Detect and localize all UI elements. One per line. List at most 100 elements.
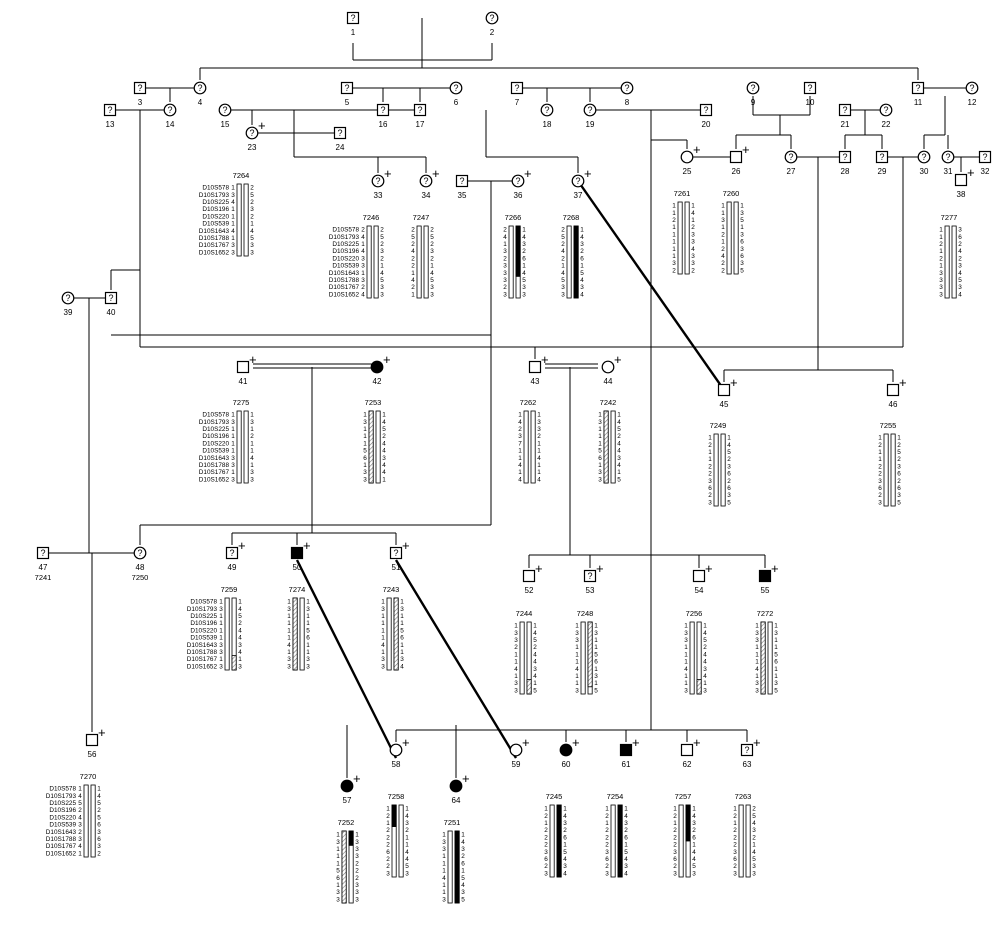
individual: ?18 bbox=[540, 103, 554, 129]
individual-id: 20 bbox=[702, 120, 711, 129]
allele-right: 3 bbox=[380, 284, 384, 291]
allele-left: 2 bbox=[386, 834, 390, 841]
allele-right: 2 bbox=[752, 806, 756, 813]
individual-id: 50 bbox=[293, 563, 302, 572]
individual-id: 48 bbox=[136, 563, 145, 572]
allele-left: 3 bbox=[514, 630, 518, 637]
allele-right: 4 bbox=[727, 442, 731, 449]
haplotype-bar-left bbox=[386, 597, 392, 671]
allele-left: 3 bbox=[939, 277, 943, 284]
allele-right: 2 bbox=[624, 827, 628, 834]
male-square bbox=[85, 733, 99, 747]
allele-left: 3 bbox=[442, 839, 446, 846]
allele-left: 3 bbox=[386, 870, 390, 877]
female-circle bbox=[571, 174, 585, 188]
allele-left: 1 bbox=[755, 659, 759, 666]
allele-right: 4 bbox=[617, 448, 621, 455]
male-square bbox=[886, 383, 900, 397]
allele-right: 4 bbox=[533, 659, 537, 666]
allele-left: 4 bbox=[442, 875, 446, 882]
male-square bbox=[103, 103, 117, 117]
haplotype-segment-hatched bbox=[368, 410, 374, 484]
allele-right: 6 bbox=[740, 239, 744, 246]
haplotype-bar-right bbox=[243, 183, 249, 257]
allele-right: 1 bbox=[537, 448, 541, 455]
unknown-status-mark: ? bbox=[915, 83, 920, 93]
individual: +41 bbox=[236, 352, 257, 386]
unknown-status-mark: ? bbox=[807, 83, 812, 93]
allele-right: 4 bbox=[382, 462, 386, 469]
sampled-plus-mark: + bbox=[771, 561, 779, 576]
unknown-status-mark: ? bbox=[380, 105, 385, 115]
marker-label: D10S220 bbox=[202, 440, 229, 447]
allele-left: 1 bbox=[78, 786, 82, 793]
marker-label: D10S225 bbox=[332, 241, 359, 248]
allele-right: 4 bbox=[752, 820, 756, 827]
female-circle bbox=[163, 103, 177, 117]
male-square bbox=[699, 103, 713, 117]
allele-left: 3 bbox=[544, 870, 548, 877]
individual: ?7 bbox=[510, 81, 524, 107]
allele-left: 2 bbox=[386, 856, 390, 863]
family-id: 7256 bbox=[686, 609, 703, 618]
allele-right: 5 bbox=[97, 814, 101, 821]
unknown-status-mark: ? bbox=[423, 176, 428, 186]
male-square bbox=[978, 150, 992, 164]
allele-right: 5 bbox=[461, 896, 465, 903]
haplotype-bar-left bbox=[519, 621, 525, 695]
allele-right: 4 bbox=[238, 627, 242, 634]
allele-right: 1 bbox=[250, 221, 254, 228]
haplotype-bar-right bbox=[720, 433, 726, 507]
allele-left: 1 bbox=[598, 426, 602, 433]
individual-id: 6 bbox=[454, 98, 459, 107]
allele-left: 1 bbox=[386, 820, 390, 827]
sampled-plus-mark: + bbox=[753, 735, 761, 750]
family-id: 7252 bbox=[338, 818, 355, 827]
haplotype-segment-hatched bbox=[341, 830, 347, 904]
allele-right: 2 bbox=[563, 827, 567, 834]
allele-left: 4 bbox=[518, 476, 522, 483]
sampled-plus-mark: + bbox=[705, 561, 713, 576]
individual: ?19 bbox=[583, 103, 597, 129]
individual-id: 64 bbox=[452, 796, 461, 805]
marker-label: D10S225 bbox=[202, 426, 229, 433]
haplotype-bar-left bbox=[236, 410, 242, 484]
female-circle bbox=[193, 81, 207, 95]
marker-label: D10S1788 bbox=[46, 836, 77, 843]
individual-id: 17 bbox=[416, 120, 425, 129]
family-id: 7266 bbox=[505, 213, 522, 222]
individual: +57 bbox=[340, 771, 361, 805]
individual: +62 bbox=[680, 735, 701, 769]
sampled-plus-mark: + bbox=[524, 166, 532, 181]
allele-left: 2 bbox=[386, 863, 390, 870]
female-circle bbox=[784, 150, 798, 164]
allele-right: 4 bbox=[703, 659, 707, 666]
allele-right: 1 bbox=[537, 462, 541, 469]
allele-right: 3 bbox=[306, 606, 310, 613]
allele-right: 3 bbox=[691, 231, 695, 238]
allele-left: 2 bbox=[939, 255, 943, 262]
allele-left: 1 bbox=[219, 613, 223, 620]
allele-right: 3 bbox=[250, 242, 254, 249]
female-circle bbox=[511, 174, 525, 188]
allele-left: 2 bbox=[605, 863, 609, 870]
marker-label: D10S578 bbox=[49, 786, 76, 793]
female-circle bbox=[509, 743, 523, 757]
male-square bbox=[729, 150, 743, 164]
allele-left: 3 bbox=[363, 419, 367, 426]
allele-left: 1 bbox=[442, 868, 446, 875]
individual: +58 bbox=[389, 735, 410, 769]
marker-label: D10S578 bbox=[202, 412, 229, 419]
allele-right: 4 bbox=[703, 651, 707, 658]
individual-id: 13 bbox=[106, 120, 115, 129]
allele-right: 3 bbox=[430, 291, 434, 298]
individual-id: 55 bbox=[761, 586, 770, 595]
allele-left: 1 bbox=[363, 440, 367, 447]
unknown-status-mark: ? bbox=[107, 105, 112, 115]
individual-id: 12 bbox=[968, 98, 977, 107]
allele-right: 5 bbox=[594, 651, 598, 658]
allele-left: 4 bbox=[561, 270, 565, 277]
allele-left: 6 bbox=[673, 856, 677, 863]
